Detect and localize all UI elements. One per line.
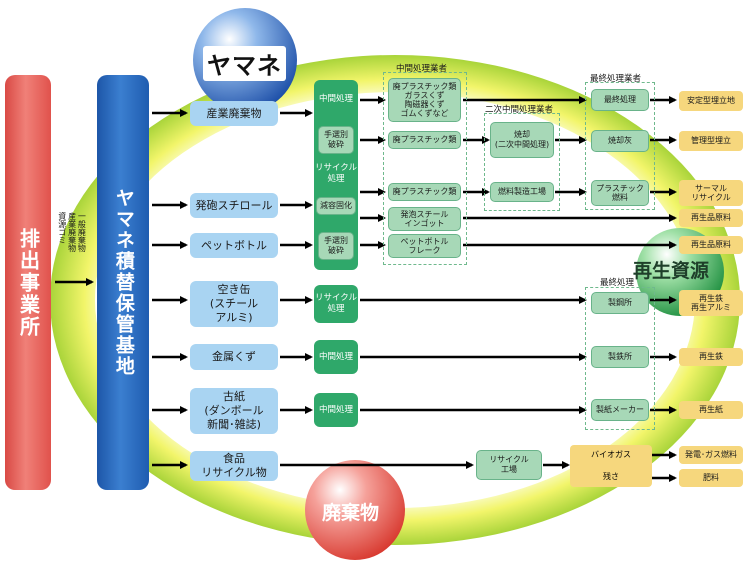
process-volume-reduce: 減容固化: [316, 197, 356, 215]
discharge-office-label: 排出事業所: [16, 227, 41, 338]
waste-types: 一般廃棄物 産業廃棄物 資源ゴミ: [57, 212, 87, 282]
item-plastic-fuel: プラスチック 燃料: [591, 180, 649, 206]
output-raw-material-2: 再生品原料: [679, 236, 743, 254]
process-recycle: リサイクル 処理: [314, 163, 358, 184]
item-fuel-factory: 燃料製造工場: [490, 182, 554, 202]
source-cans: 空き缶 (スチール アルミ): [190, 281, 278, 327]
yamane-logo: ヤマネ: [203, 46, 286, 81]
item-styrofoam-ingot: 発泡スチール インゴット: [388, 207, 461, 231]
waste-label: 廃棄物: [322, 502, 380, 524]
source-food-recycle: 食品 リサイクル物: [190, 451, 278, 481]
item-biogas: バイオガス: [591, 450, 631, 459]
source-waste-paper: 古紙 (ダンボール 新聞･雑誌): [190, 388, 278, 434]
item-iron-works: 製鉄所: [591, 346, 649, 368]
item-residue: 残さ: [603, 472, 619, 481]
transfer-base-pillar: ヤマネ積替保管基地: [97, 75, 149, 490]
item-incineration: 焼却 (二次中間処理): [490, 122, 554, 158]
waste-sphere: [305, 460, 405, 560]
header-intermediate: 中間処理業者: [396, 64, 448, 74]
output-stable-landfill: 安定型埋立地: [679, 91, 743, 111]
output-fertilizer: 肥料: [679, 469, 743, 487]
source-pet-bottle: ペットボトル: [190, 233, 278, 258]
output-recycled-paper: 再生紙: [679, 401, 743, 419]
process-manual-sort-2: 手選別 破砕: [318, 232, 354, 260]
header-final-2: 最終処理: [600, 278, 635, 288]
output-raw-material-1: 再生品原料: [679, 209, 743, 227]
process-metal-intermediate: 中間処理: [314, 340, 358, 374]
item-final-disposal: 最終処理: [591, 89, 649, 111]
final-group-2: [585, 287, 655, 430]
output-managed-landfill: 管理型埋立: [679, 131, 743, 151]
final-group-1: [585, 82, 655, 210]
item-steel-mill: 製鋼所: [591, 292, 649, 314]
resource-label: 再生資源: [633, 260, 710, 282]
source-styrofoam: 発砲スチロール: [190, 193, 278, 218]
waste-type-general: 一般廃棄物: [77, 212, 87, 252]
waste-type-resource: 資源ゴミ: [57, 212, 67, 244]
item-plastic-1: 廃プラスチック類: [388, 131, 461, 149]
item-plastic-2: 廃プラスチック類: [388, 183, 461, 201]
process-manual-sort-1: 手選別 破砕: [318, 126, 354, 154]
output-steel-aluminum: 再生鉄 再生アルミ: [679, 290, 743, 316]
header-secondary: 二次中間処理業者: [485, 105, 554, 115]
process-intermediate: 中間処理: [318, 93, 353, 104]
item-paper-maker: 製紙メーカー: [591, 399, 649, 421]
intermediate-group: [383, 72, 467, 265]
secondary-group: [484, 113, 560, 211]
discharge-office-pillar: 排出事業所: [5, 75, 51, 490]
item-mixed-waste: 廃プラスチック類 ガラスくず 陶磁器くず ゴムくずなど: [388, 78, 461, 122]
output-recycled-iron: 再生鉄: [679, 348, 743, 366]
source-metal-scrap: 金属くず: [190, 344, 278, 370]
transfer-base-label: ヤマネ積替保管基地: [112, 188, 135, 377]
item-incineration-ash: 焼却灰: [591, 130, 649, 152]
item-recycle-factory: リサイクル 工場: [476, 450, 542, 480]
biogas-group: [570, 445, 652, 487]
process-paper-intermediate: 中間処理: [314, 393, 358, 427]
item-pet-flake: ペットボトル フレーク: [388, 234, 461, 258]
output-thermal-recycle: サーマル リサイクル: [679, 180, 743, 206]
waste-type-industrial: 産業廃棄物: [67, 212, 77, 252]
process-cans-recycle: リサイクル 処理: [314, 285, 358, 323]
source-industrial-waste: 産業廃棄物: [190, 101, 278, 126]
header-final-1: 最終処理業者: [590, 74, 642, 84]
output-power-gas: 発電･ガス燃料: [679, 446, 743, 464]
